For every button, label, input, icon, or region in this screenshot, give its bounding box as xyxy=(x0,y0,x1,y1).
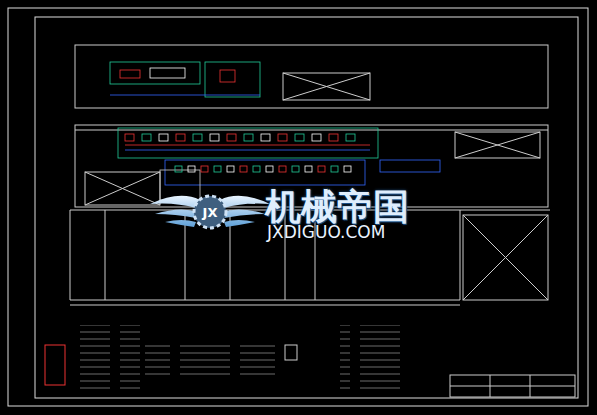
watermark-url: JXDIGUO.COM xyxy=(267,222,385,242)
logo-initials: JX xyxy=(203,205,218,220)
